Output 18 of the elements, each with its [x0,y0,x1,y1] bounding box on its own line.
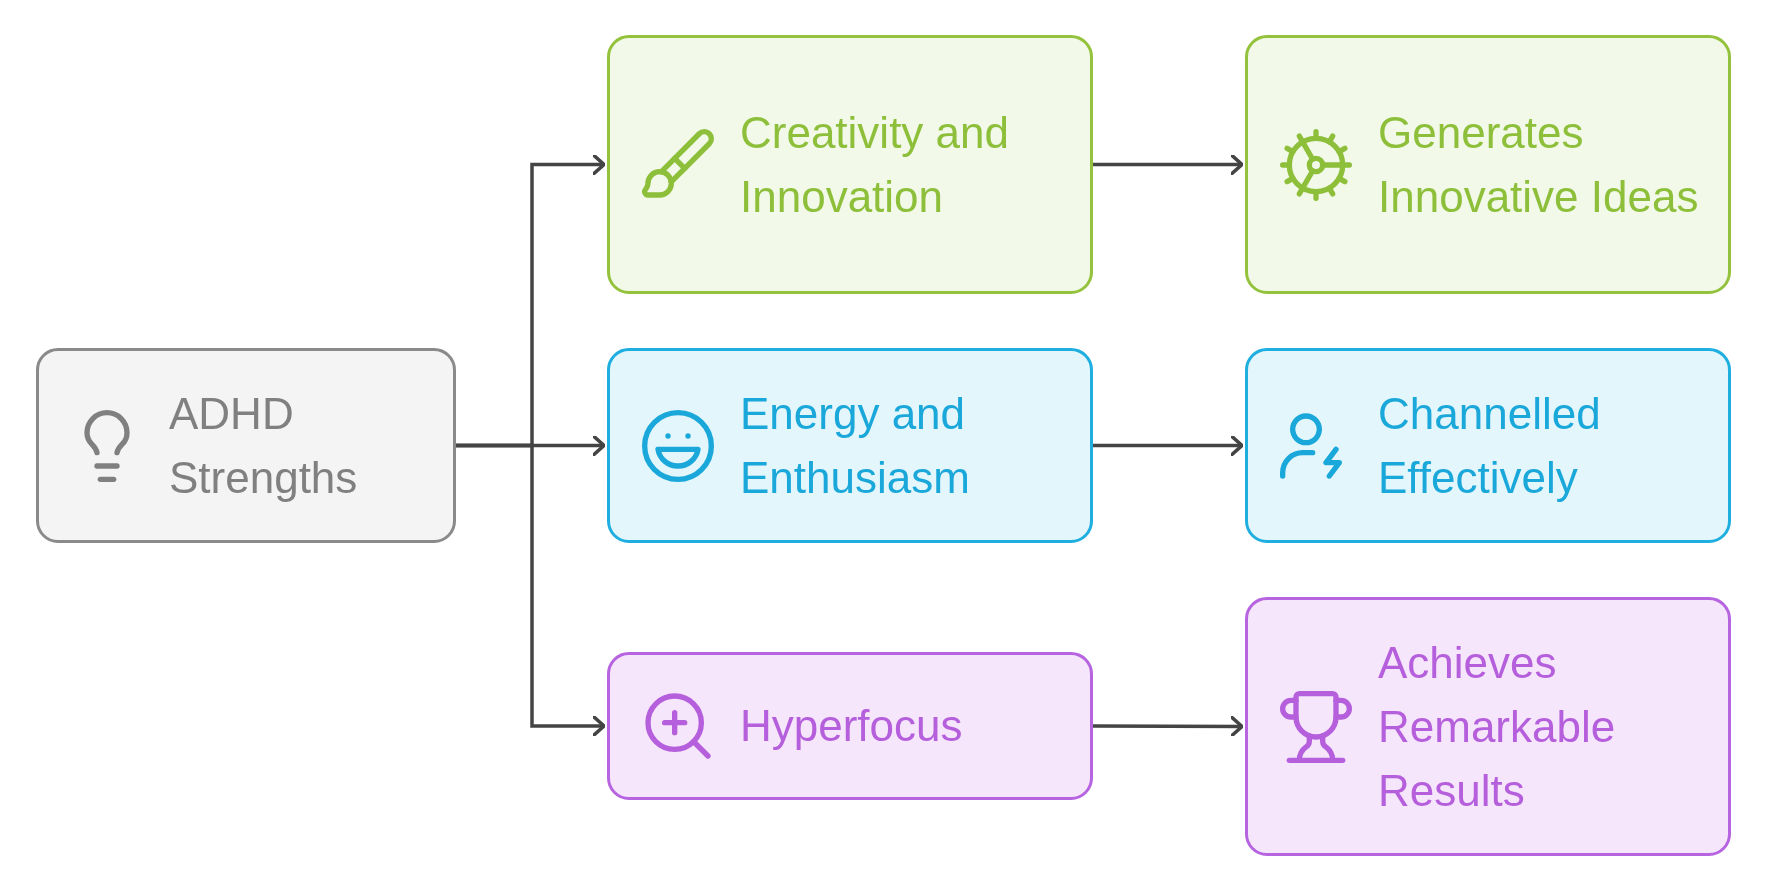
arrow [1093,434,1244,457]
box-label: Creativity and Innovation [740,106,1010,223]
box-label: ADHD Strengths [169,387,359,504]
process-box [1245,348,1731,543]
process-box [36,348,456,543]
process-box [1245,597,1731,856]
box-label: Channelled Effectively [1378,387,1602,504]
arrow [1093,153,1244,176]
arrow [1093,715,1244,738]
process-box [1245,35,1731,294]
arrow [456,443,606,737]
process-box [607,652,1093,800]
box-label: Generates Innovative Ideas [1378,106,1700,223]
box-label: Hyperfocus [740,700,963,752]
process-box [607,348,1093,543]
box-label: Energy and Enthusiasm [740,387,971,504]
box-label: Achieves Remarkable Results [1378,636,1617,817]
process-box [607,35,1093,294]
